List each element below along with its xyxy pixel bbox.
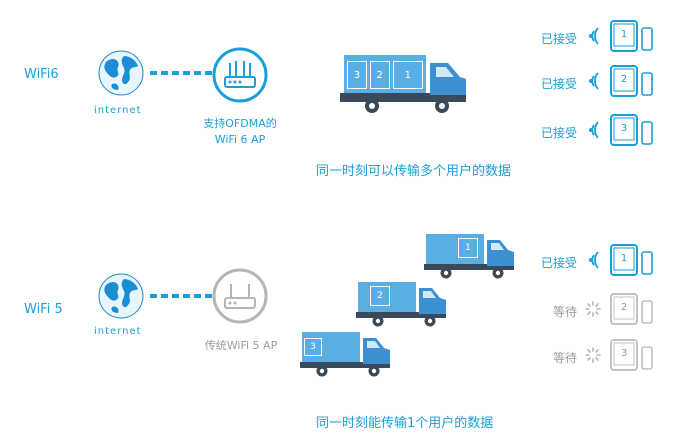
loading-spinner-icon [585, 347, 601, 363]
truck-slot: 2 [370, 286, 390, 306]
wifi-signal-icon [589, 251, 599, 269]
tablet-icon [610, 244, 638, 276]
phone-icon [641, 72, 653, 96]
device-status: 已接受 [541, 32, 578, 46]
wifi-signal-icon [589, 72, 599, 90]
globe-icon [98, 273, 144, 319]
truck-icon [424, 234, 514, 279]
truck-icon [300, 332, 390, 377]
tablet-icon [610, 65, 638, 97]
truck-slot: 2 [369, 61, 390, 89]
ap-caption-wifi6: 支持OFDMA的 WiFi 6 AP [190, 116, 290, 148]
phone-icon [641, 251, 653, 275]
device-number: 1 [620, 29, 628, 40]
device-number: 3 [620, 123, 628, 134]
wifi6-caption: 同一时刻可以传输多个用户的数据 [316, 164, 512, 179]
truck-slot: 3 [347, 61, 367, 89]
wifi-signal-icon [589, 121, 599, 139]
wifi5-label: WiFi 5 [24, 302, 63, 317]
tablet-icon [610, 293, 638, 325]
tablet-icon [610, 339, 638, 371]
device-status: 已接受 [541, 256, 578, 270]
internet-label: internet [94, 326, 142, 337]
wifi6-label: WiFi6 [24, 67, 59, 82]
phone-icon [641, 346, 653, 370]
ap-caption-line2: WiFi 6 AP [214, 133, 266, 146]
dashed-link [150, 71, 212, 75]
internet-label: internet [94, 105, 142, 116]
tablet-icon [610, 114, 638, 146]
device-number: 1 [620, 253, 628, 264]
ap-caption-line1: 支持OFDMA的 [203, 117, 277, 130]
tablet-icon [610, 20, 638, 52]
truck-icon [356, 282, 446, 327]
device-status: 已接受 [541, 77, 578, 91]
phone-icon [641, 300, 653, 324]
truck-slot: 1 [458, 238, 478, 258]
device-status: 等待 [553, 305, 578, 319]
device-status: 已接受 [541, 126, 578, 140]
loading-spinner-icon [585, 301, 601, 317]
truck-slot: 3 [304, 338, 322, 356]
device-number: 2 [620, 74, 628, 85]
device-number: 3 [620, 348, 628, 359]
dashed-link [150, 294, 212, 298]
router-icon [212, 268, 268, 324]
ap-caption-wifi5: 传统WiFi 5 AP [204, 339, 278, 352]
phone-icon [641, 121, 653, 145]
truck-slot: 1 [392, 61, 423, 89]
phone-icon [641, 27, 653, 51]
truck-slots: 3 2 1 [347, 61, 423, 89]
device-status: 等待 [553, 351, 578, 365]
globe-icon [98, 50, 144, 96]
router-icon [212, 47, 268, 103]
wifi-signal-icon [589, 27, 599, 45]
device-number: 2 [620, 302, 628, 313]
wifi5-caption: 同一时刻能传输1个用户的数据 [316, 416, 494, 431]
